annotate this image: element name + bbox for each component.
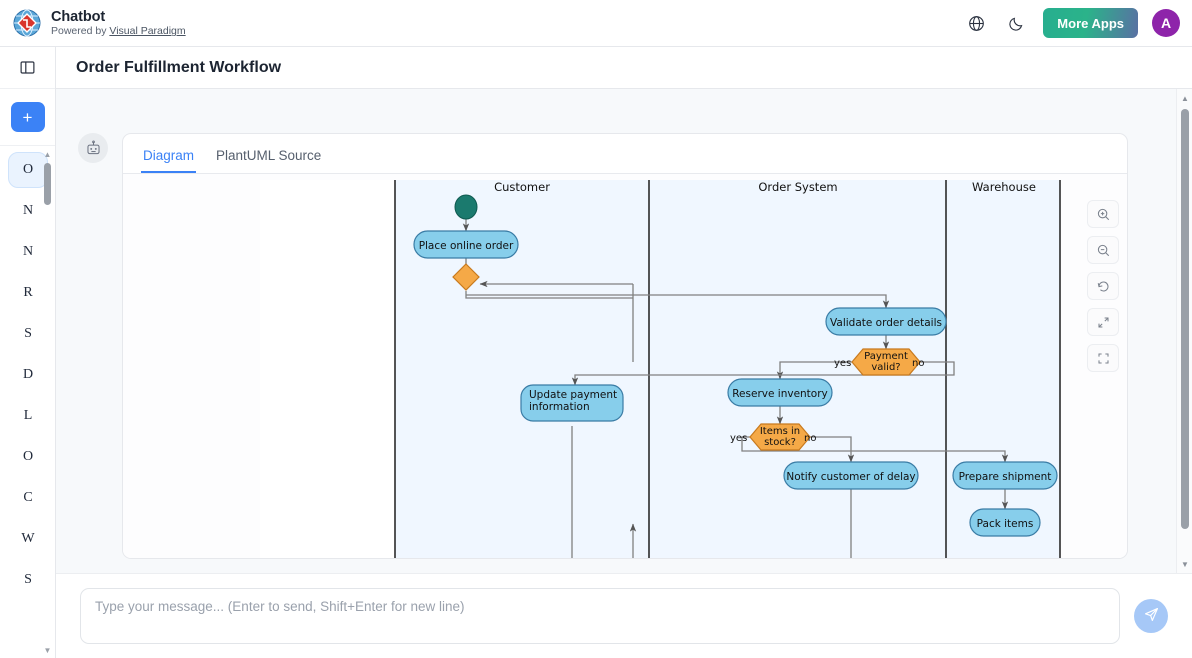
edge-label-stock-no: no (804, 433, 816, 444)
avatar[interactable]: A (1152, 9, 1180, 37)
diagram-card: Diagram PlantUML Source (122, 133, 1128, 559)
chat-list-item[interactable]: D (22, 367, 34, 382)
svg-text:information: information (529, 401, 590, 413)
content-scroll-up-icon[interactable]: ▲ (1181, 93, 1189, 103)
zoom-in-icon[interactable] (1087, 200, 1119, 228)
globe-icon[interactable] (963, 10, 989, 36)
scrollbar-thumb[interactable] (44, 163, 51, 205)
fullscreen-icon[interactable] (1087, 344, 1119, 372)
visual-paradigm-logo-icon (12, 8, 42, 38)
svg-text:Notify customer of delay: Notify customer of delay (786, 471, 915, 483)
chat-list-item[interactable]: L (23, 408, 33, 423)
app-header: Chatbot Powered by Visual Paradigm More … (0, 0, 1192, 47)
svg-text:Pack items: Pack items (977, 518, 1034, 530)
svg-text:Payment: Payment (864, 351, 908, 362)
svg-text:Validate order details: Validate order details (830, 317, 942, 329)
lane-titles: Customer Order System Warehouse (494, 180, 1036, 194)
svg-text:Reserve inventory: Reserve inventory (732, 388, 828, 400)
lane-title-warehouse: Warehouse (972, 180, 1036, 194)
bot-message: Diagram PlantUML Source (78, 133, 1128, 559)
zoom-out-icon[interactable] (1087, 236, 1119, 264)
chat-list-item[interactable]: O (22, 449, 34, 464)
swimlanes (260, 180, 1061, 558)
node-start (454, 194, 478, 220)
svg-text:Prepare shipment: Prepare shipment (959, 471, 1052, 483)
new-chat-button[interactable]: + (10, 102, 45, 132)
message-input[interactable] (80, 588, 1120, 644)
lane-title-customer: Customer (494, 180, 550, 194)
edges (462, 218, 1009, 558)
node-payment-valid-decision: Payment valid? (851, 348, 921, 376)
diagram-canvas-wrap[interactable]: Customer Order System Warehouse (123, 174, 1127, 558)
node-notify-customer-of-delay: Notify customer of delay (783, 461, 919, 490)
edge-label-payment-no: no (912, 358, 924, 369)
chat-list-item[interactable]: N (22, 244, 34, 259)
page-title: Order Fulfillment Workflow (56, 47, 1192, 89)
svg-text:valid?: valid? (871, 362, 900, 373)
tab-plantuml-source[interactable]: PlantUML Source (216, 148, 322, 163)
node-reserve-inventory: Reserve inventory (727, 378, 833, 407)
chat-list-scrollbar[interactable]: ▲ ▼ (41, 147, 54, 658)
node-merge (452, 263, 480, 291)
app-title: Chatbot (51, 8, 106, 25)
node-prepare-shipment: Prepare shipment (952, 461, 1058, 490)
conversation-area: Diagram PlantUML Source (56, 89, 1192, 573)
moon-icon[interactable] (1003, 10, 1029, 36)
message-composer (56, 573, 1192, 658)
header-actions: More Apps A (963, 8, 1192, 38)
sidebar-toggle-icon[interactable] (0, 47, 55, 89)
scroll-up-icon[interactable]: ▲ (43, 150, 52, 159)
chat-list-item[interactable]: S (24, 572, 32, 587)
content-scroll-down-icon[interactable]: ▼ (1181, 559, 1189, 569)
edge-label-stock-yes: yes (730, 433, 747, 444)
send-icon (1143, 606, 1160, 626)
edge-labels: yes no yes no (730, 358, 924, 444)
node-pack-items: Pack items (969, 508, 1041, 537)
svg-text:Items in: Items in (760, 426, 800, 437)
tab-diagram[interactable]: Diagram (141, 144, 197, 173)
chat-list-item[interactable]: O (8, 152, 48, 188)
scroll-down-icon[interactable]: ▼ (43, 646, 52, 655)
new-chat-area: + (0, 89, 55, 146)
chat-list-item[interactable]: W (21, 531, 35, 546)
powered-by: Powered by Visual Paradigm (51, 25, 186, 37)
svg-text:Place online order: Place online order (419, 240, 514, 252)
edge-label-payment-yes: yes (834, 358, 851, 369)
chat-list-item[interactable]: R (23, 285, 33, 300)
chat-list-item[interactable]: N (22, 203, 34, 218)
node-items-in-stock-decision: Items in stock? (749, 423, 811, 451)
node-update-payment-information: Update payment information (520, 384, 624, 422)
content-scrollbar-thumb[interactable] (1181, 109, 1189, 529)
more-apps-button[interactable]: More Apps (1043, 8, 1138, 38)
chat-list-item[interactable]: C (23, 490, 33, 505)
visual-paradigm-link[interactable]: Visual Paradigm (109, 25, 186, 38)
svg-text:stock?: stock? (764, 437, 796, 448)
lane-title-order-system: Order System (758, 180, 837, 194)
activity-diagram[interactable]: Customer Order System Warehouse (123, 174, 1127, 558)
node-place-online-order: Place online order (413, 230, 519, 259)
content-scrollbar[interactable]: ▲ ▼ (1176, 89, 1192, 573)
powered-by-prefix: Powered by (51, 25, 110, 38)
chat-list-item[interactable]: S (24, 326, 32, 341)
reset-zoom-icon[interactable] (1087, 272, 1119, 300)
robot-icon (78, 133, 108, 163)
brand: Chatbot Powered by Visual Paradigm (0, 8, 186, 38)
diagram-toolbar (1087, 200, 1119, 372)
svg-text:Update payment: Update payment (529, 389, 617, 401)
diagram-tabs: Diagram PlantUML Source (123, 134, 1127, 174)
send-button[interactable] (1134, 599, 1168, 633)
fit-screen-icon[interactable] (1087, 308, 1119, 336)
node-validate-order-details: Validate order details (825, 307, 947, 336)
